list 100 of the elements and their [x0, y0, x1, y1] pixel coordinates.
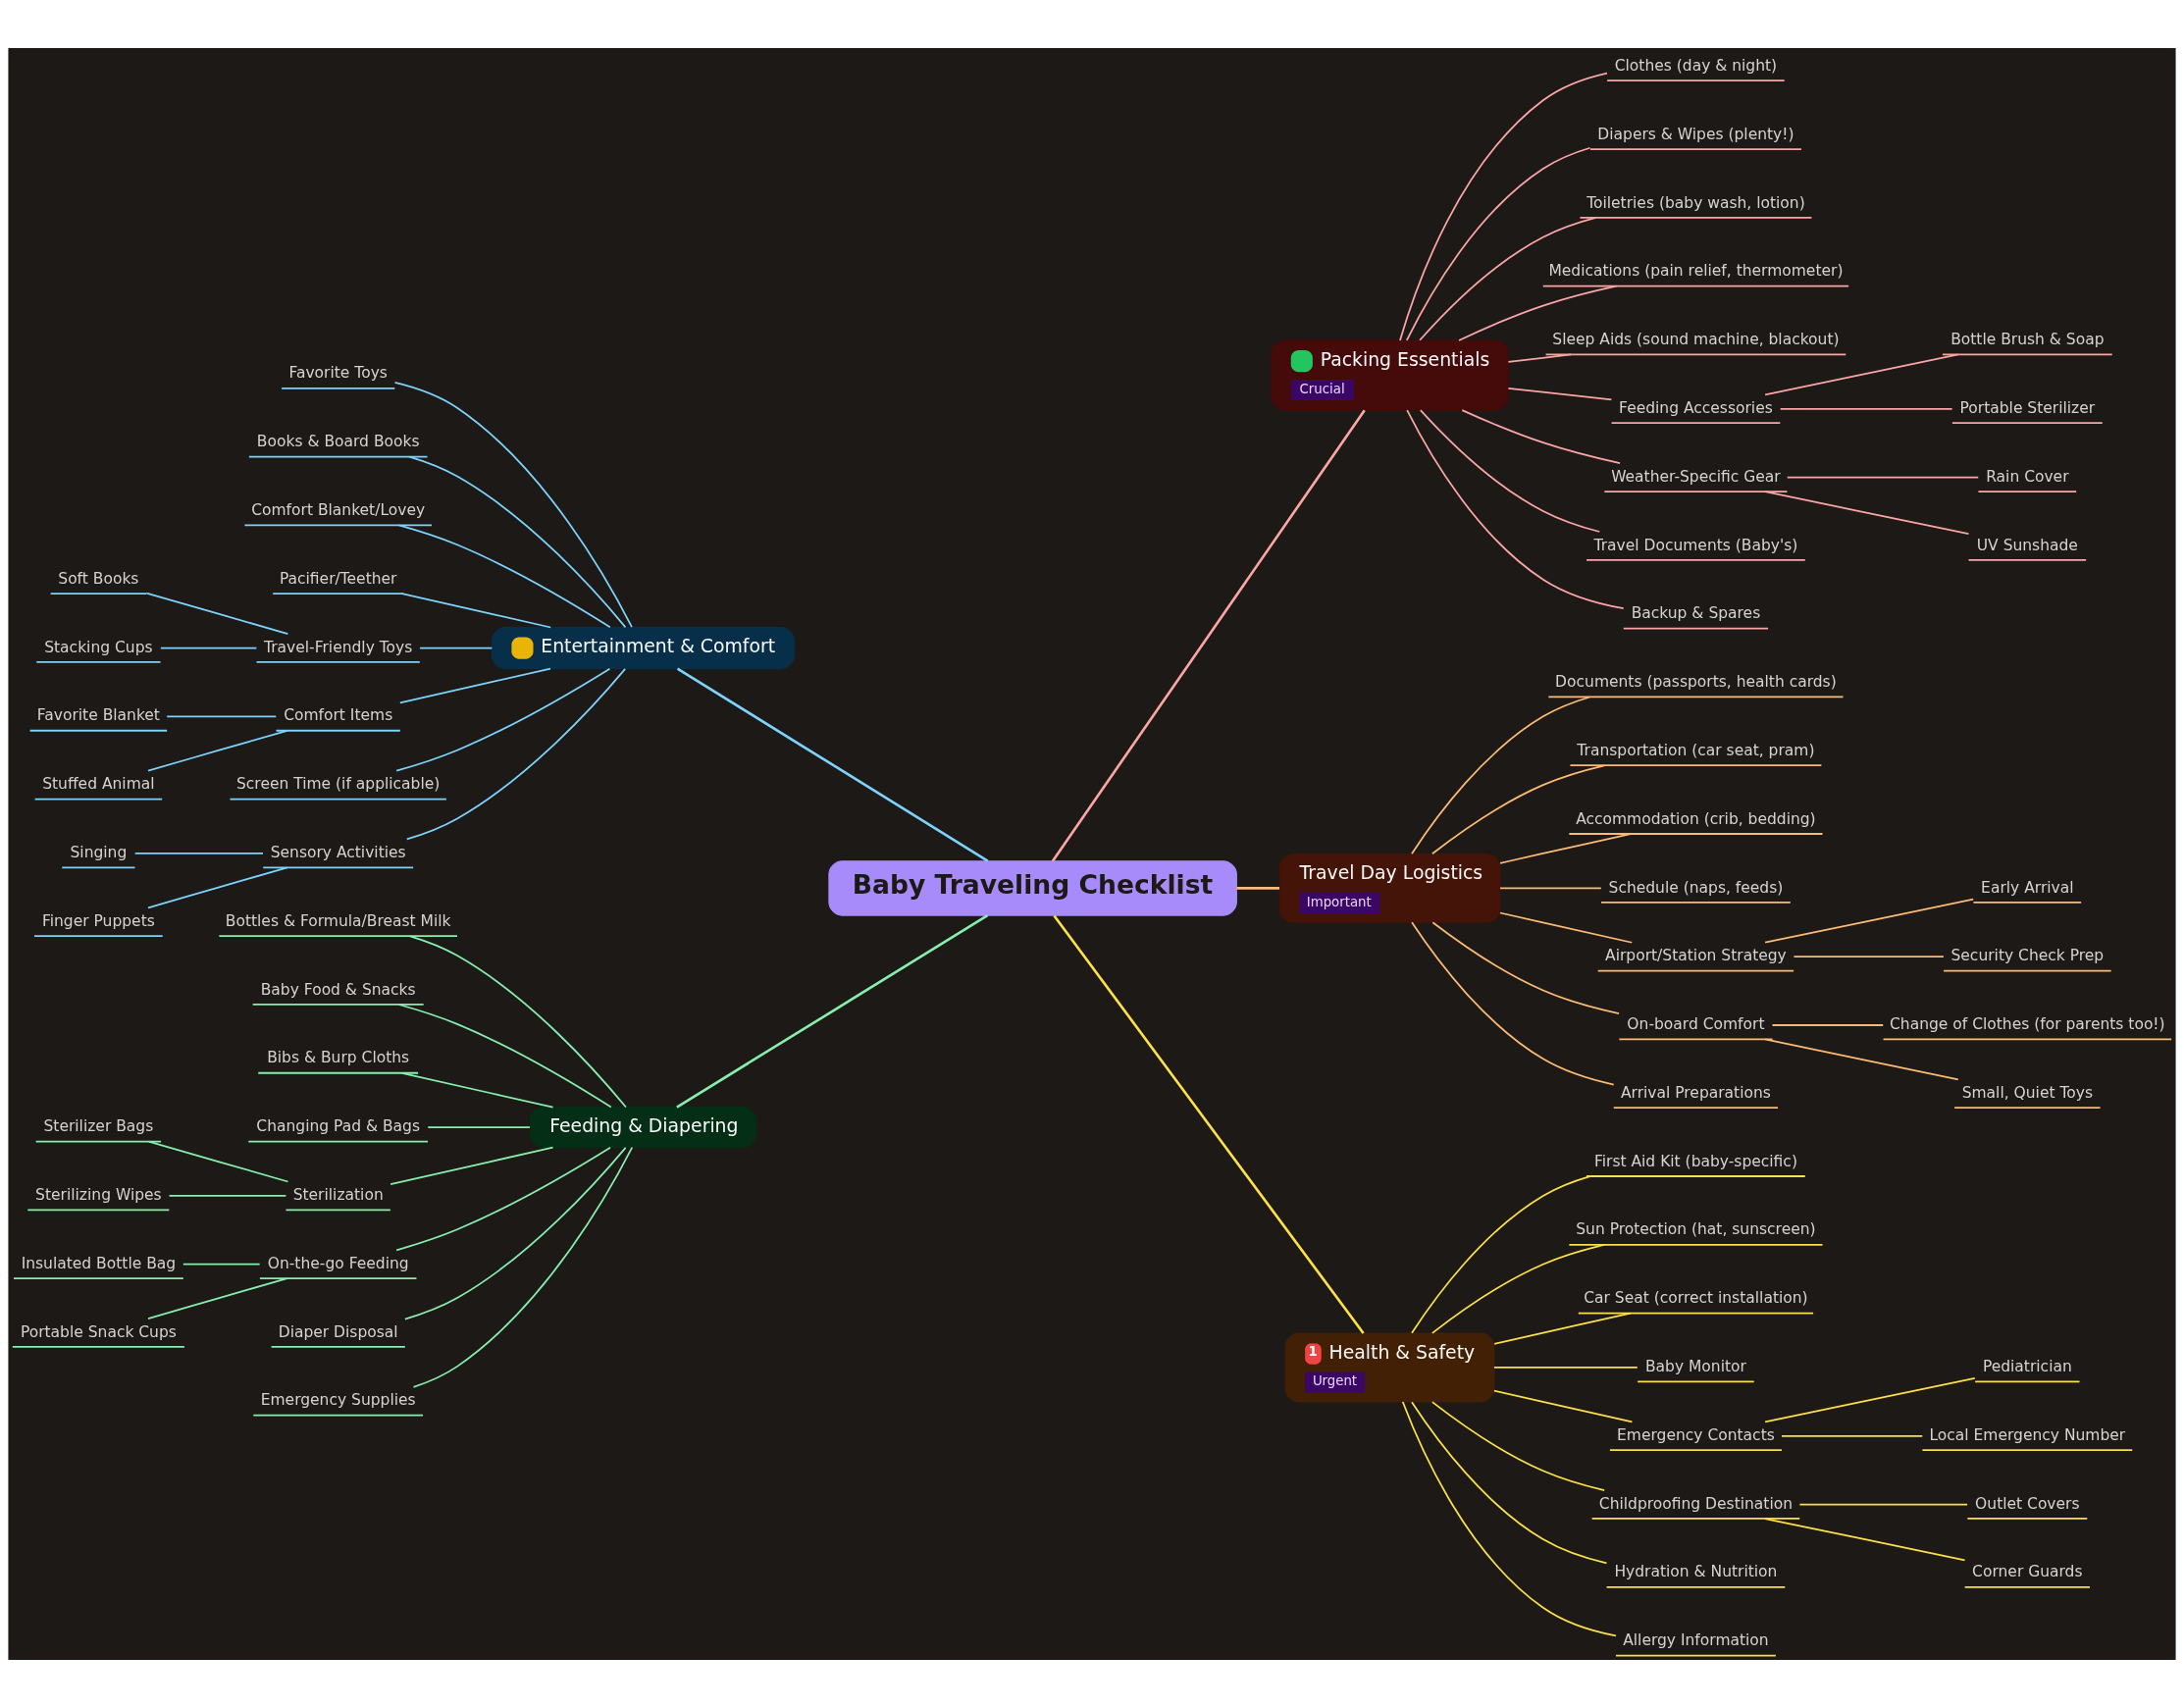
node-box: Baby Traveling Checklist [828, 859, 1237, 916]
connector [676, 667, 989, 862]
connector [1399, 72, 1608, 341]
connector [397, 524, 611, 628]
node-box: Travel Day Logistics Important [1278, 853, 1501, 923]
connector [1781, 1434, 1924, 1437]
connector [1764, 898, 1975, 944]
node-text: Arrival Preparations [1620, 1083, 1771, 1102]
node-text: Comfort Blanket/Lovey [251, 500, 426, 519]
node-text: Car Seat (correct installation) [1584, 1288, 1808, 1307]
node-text: Clothes (day & night) [1614, 56, 1778, 75]
node-text: Travel-Friendly Toys [264, 638, 413, 656]
node-text: Bottles & Formula/Breast Milk [225, 911, 451, 930]
node-text: Sterilizing Wipes [35, 1185, 162, 1204]
connector [145, 592, 289, 635]
connector [1411, 696, 1591, 854]
connector [1401, 1400, 1617, 1636]
connector [133, 852, 264, 854]
connector [1493, 1366, 1638, 1369]
node-text: First Aid Kit (baby-specific) [1593, 1152, 1797, 1170]
connector [676, 913, 989, 1109]
node-text: Rain Cover [1986, 467, 2069, 486]
connector [412, 1146, 634, 1388]
node-text: Backup & Spares [1631, 603, 1761, 622]
connector [1499, 832, 1632, 864]
connector [427, 1125, 531, 1128]
connector [1411, 1174, 1591, 1334]
connector [400, 592, 552, 628]
node-text: Sterilization [292, 1185, 384, 1204]
node-text: Comfort Items [284, 705, 393, 724]
connector [1053, 914, 1365, 1334]
node-text: Pediatrician [1982, 1357, 2072, 1375]
node-text: Diapers & Wipes (plenty!) [1597, 125, 1794, 143]
node-text: Sterilizer Bags [43, 1116, 154, 1135]
connector [1798, 1503, 1968, 1505]
node-text: Changing Pad & Bags [256, 1116, 421, 1135]
node-text: Sleep Aids (sound machine, blackout) [1552, 330, 1840, 348]
connector [1493, 1389, 1634, 1422]
connector [147, 866, 288, 908]
node-text: Diaper Disposal [278, 1322, 398, 1341]
connector [405, 667, 627, 840]
node-text: Baby Food & Snacks [260, 980, 416, 999]
connector [166, 714, 278, 717]
connector [400, 1071, 554, 1108]
node-box: Feeding & Diapering [529, 1106, 757, 1148]
node-text: Transportation (car seat, pram) [1577, 741, 1815, 759]
node-box: 1 Health & Safety Urgent [1284, 1332, 1495, 1402]
connector [1406, 408, 1625, 609]
connector [408, 455, 627, 628]
node-text: Accommodation (crib, bedding) [1576, 809, 1816, 828]
connector [1431, 1400, 1606, 1491]
connector [1405, 146, 1591, 341]
node-text: Portable Sterilizer [1959, 398, 2096, 417]
node-text: Feeding Accessories [1619, 398, 1773, 417]
node-text: Small, Quiet Toys [1961, 1083, 2094, 1102]
node-text: Favorite Blanket [36, 705, 160, 724]
connector [147, 729, 288, 772]
node-text: On-board Comfort [1627, 1014, 1765, 1033]
connector [1793, 955, 1945, 957]
node-text: Airport/Station Strategy [1605, 946, 1787, 964]
node-text: Baby Monitor [1644, 1357, 1746, 1375]
connector [1764, 490, 1970, 535]
connector [1493, 1312, 1632, 1345]
connector [419, 647, 494, 648]
connector [1461, 408, 1621, 464]
node-text: Stuffed Animal [42, 774, 155, 793]
connector [395, 667, 611, 772]
node-text: Outlet Covers [1975, 1494, 2080, 1513]
connector [1419, 408, 1601, 533]
connector [1411, 1400, 1608, 1564]
node-text: Early Arrival [1981, 878, 2074, 896]
connector [1051, 408, 1366, 861]
connector [147, 1276, 288, 1319]
connector [390, 1146, 554, 1185]
node-text: Toiletries (baby wash, lotion) [1586, 193, 1805, 212]
connector [398, 667, 551, 703]
connector [182, 1263, 261, 1266]
node-text: Bibs & Burp Cloths [267, 1048, 410, 1066]
node-box: Entertainment & Comfort [491, 626, 795, 669]
connector [1786, 476, 1980, 478]
node-text: Medications (pain relief, thermometer) [1548, 261, 1844, 280]
connector [404, 1146, 627, 1319]
node-text: Corner Guards [1972, 1562, 2083, 1580]
connector [395, 1146, 611, 1251]
connector [1499, 887, 1602, 889]
connector [1771, 1023, 1885, 1026]
connector [1507, 353, 1573, 363]
connector [1419, 216, 1597, 341]
connector [168, 1194, 287, 1197]
connector [1236, 886, 1279, 890]
connector [1779, 407, 1953, 410]
node-text: Books & Board Books [256, 432, 420, 450]
connector [1764, 1038, 1959, 1080]
node-text: Screen Time (if applicable) [236, 774, 441, 793]
connector [397, 1003, 612, 1108]
node-text: Weather-Specific Gear [1611, 467, 1781, 486]
connector [1458, 284, 1618, 341]
connector [1764, 1517, 1966, 1561]
node-text: Bottle Brush & Soap [1950, 330, 2105, 348]
connector [1431, 920, 1620, 1014]
